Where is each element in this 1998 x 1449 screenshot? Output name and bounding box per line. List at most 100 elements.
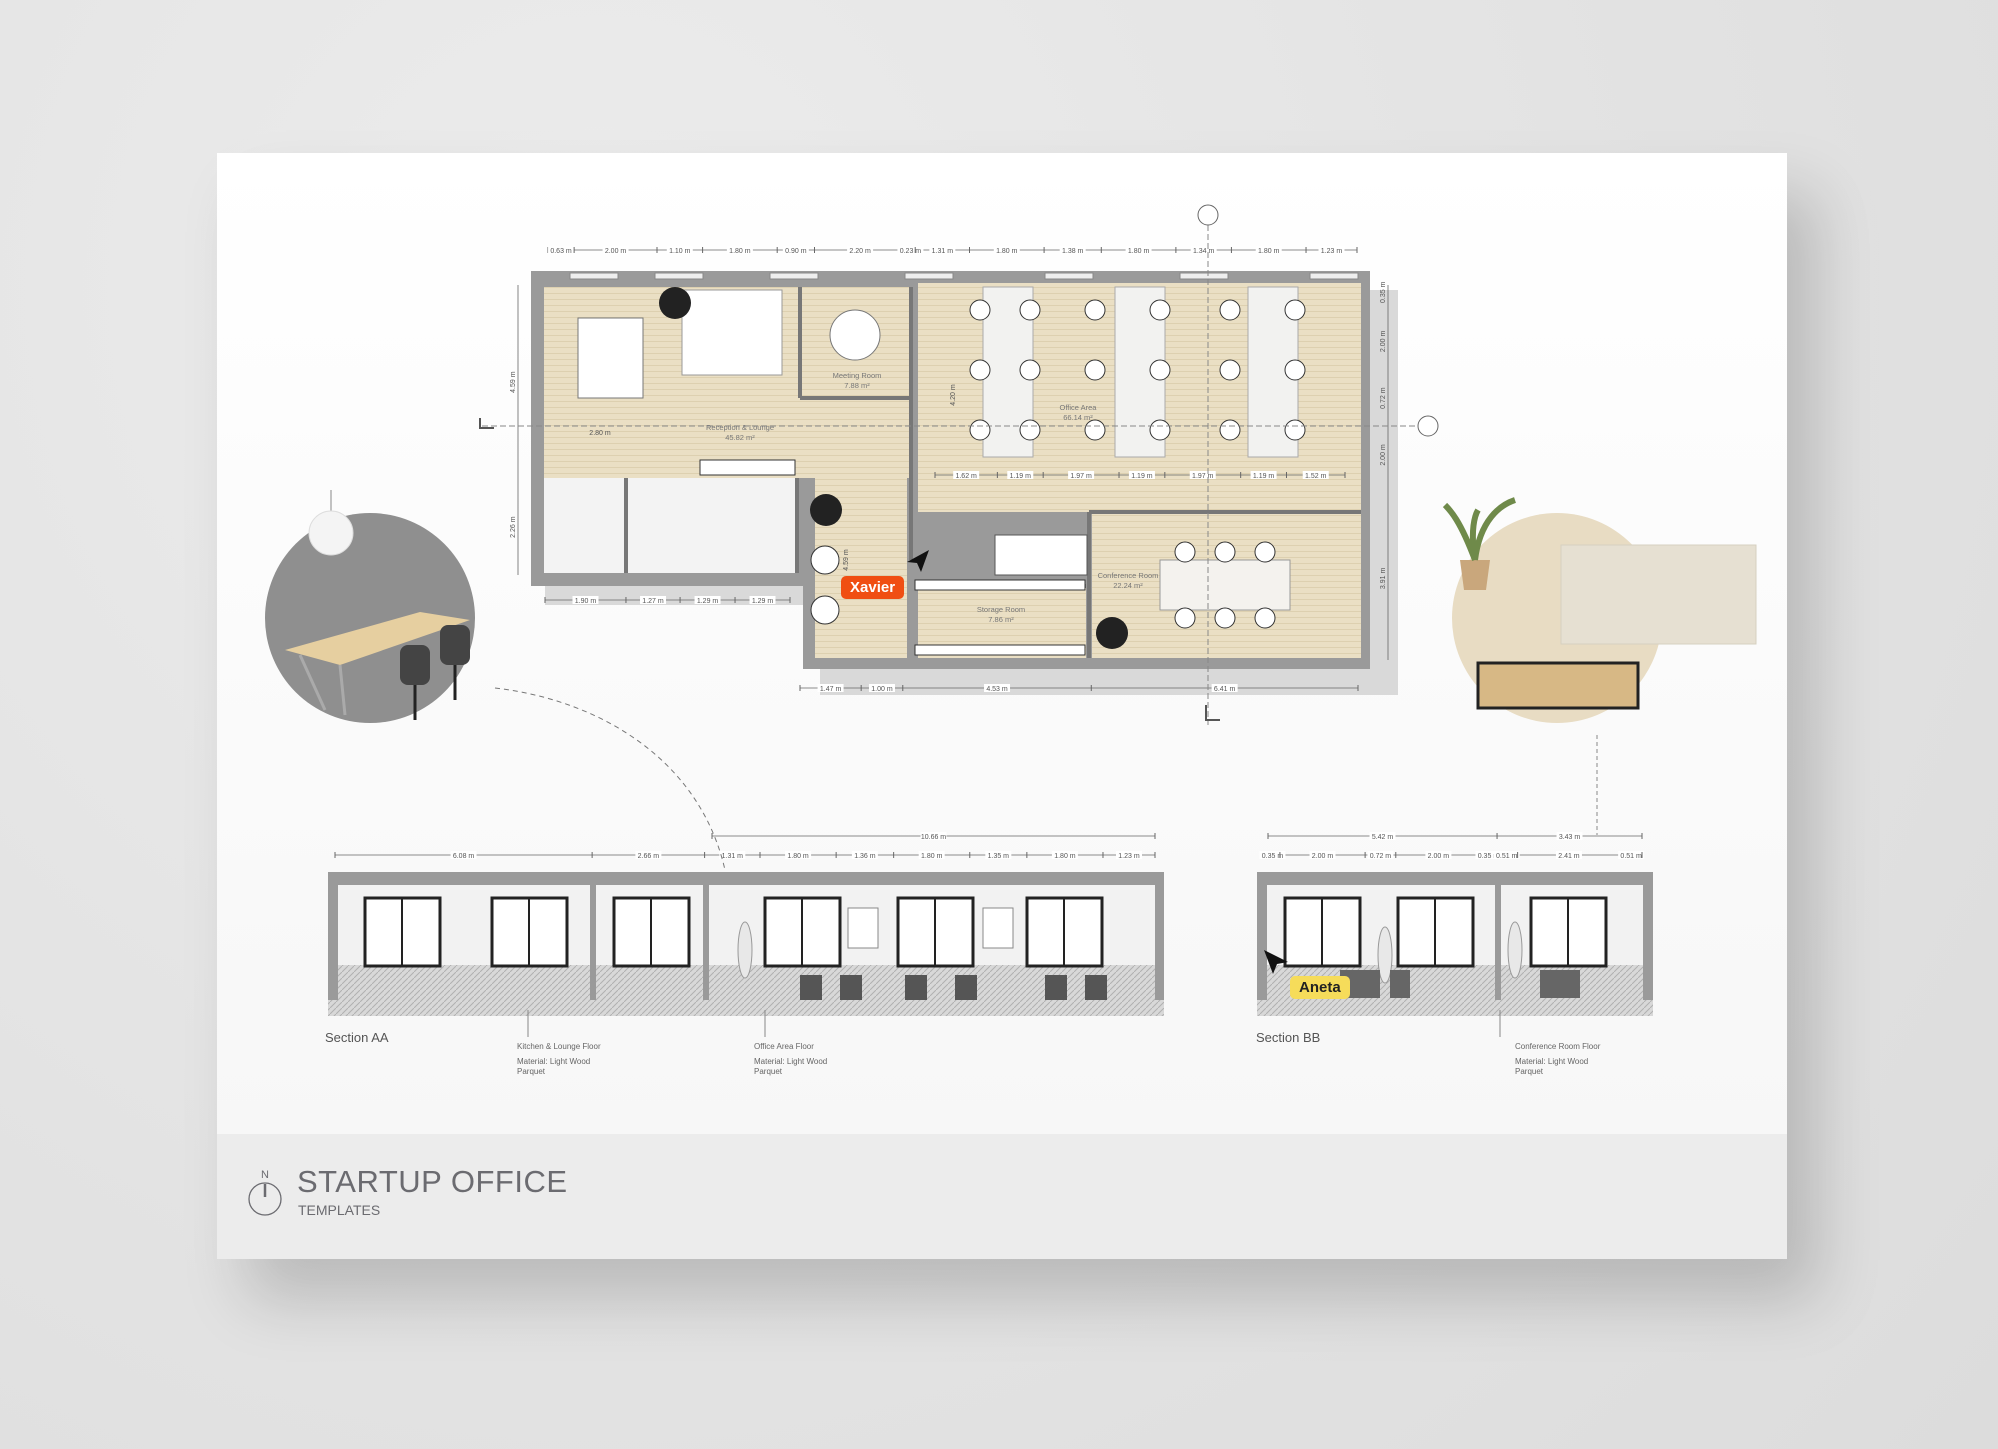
section-aa-floor-slab (328, 1000, 1164, 1016)
plan-dim-toilets: 1.29 m (697, 598, 719, 605)
room-area-storage: 7.86 m² (988, 615, 1014, 624)
plan-dim-top: 1.10 m (669, 248, 691, 255)
person-figure (1507, 921, 1523, 979)
office-chair (1219, 419, 1241, 441)
section-aa-dim: 6.08 m (453, 853, 475, 860)
dimension-label-bg (985, 851, 1012, 859)
title-block (217, 1134, 1787, 1259)
dimension-label-bg (1190, 246, 1217, 254)
dimension-label-bg (1493, 851, 1520, 859)
dimension-label-bg (817, 684, 844, 692)
note-conference-floor: Conference Room Floor Material: Light Wo… (1515, 1042, 1605, 1077)
dimension-label-bg (1618, 851, 1645, 859)
note-kitchen-floor: Kitchen & Lounge Floor Material: Light W… (517, 1042, 607, 1077)
section-bb-dim-total: 5.42 m (1372, 834, 1394, 841)
dimension-label-bg (640, 596, 667, 604)
collaborator-tag-aneta: Aneta (1290, 976, 1350, 999)
room-label-storage: Storage Room (977, 605, 1025, 614)
dimension-label-bg (1128, 471, 1155, 479)
window (769, 272, 819, 280)
dining-table (577, 317, 644, 399)
office-chair (1084, 419, 1106, 441)
dimension-label-bg (1309, 851, 1336, 859)
window (1309, 272, 1359, 280)
plant (659, 287, 691, 319)
conference-chair (1254, 607, 1276, 629)
cursor-aneta-icon (1264, 950, 1288, 974)
section-chair (1085, 975, 1107, 1000)
plan-dim-top: 1.80 m (996, 248, 1018, 255)
table-image (285, 612, 470, 665)
dimension-label-bg (1302, 471, 1329, 479)
office-chair (1084, 359, 1106, 381)
section-marker-icon (1197, 204, 1219, 226)
plan-dim-right: 0.72 m (1380, 387, 1387, 409)
dimension-label-bg (785, 851, 812, 859)
person-figure (1377, 926, 1393, 984)
storage-shelf (914, 644, 1086, 656)
section-aa-dim: 1.23 m (1118, 853, 1140, 860)
plant-image (1442, 497, 1517, 562)
dimension-label-bg (719, 851, 746, 859)
section-chair (1045, 975, 1067, 1000)
window (904, 272, 954, 280)
section-marker-icon (1417, 415, 1439, 437)
dimension-label-bg (918, 851, 945, 859)
kitchen-cabinet (699, 459, 796, 476)
plan-dim-top: 1.34 m (1193, 248, 1215, 255)
section-chair (905, 975, 927, 1000)
dimension-label-bg (726, 246, 753, 254)
plan-dim-left: 2.26 m (510, 516, 517, 538)
section-bb-dim: 0.51 m (1620, 853, 1642, 860)
section-chair (1390, 970, 1410, 998)
conference-chair (1254, 541, 1276, 563)
person-figure (737, 921, 753, 979)
office-chair (1284, 359, 1306, 381)
section-aa-dim: 1.31 m (722, 853, 744, 860)
plan-dim-toilets: 1.27 m (642, 598, 664, 605)
office-chair (1084, 299, 1106, 321)
office-chair (969, 419, 991, 441)
section-aa-dim: 1.80 m (921, 853, 943, 860)
moodboard-left (265, 490, 475, 723)
note-title: Kitchen & Lounge Floor (517, 1042, 601, 1051)
wall-art (982, 907, 1014, 949)
office-chair (1219, 359, 1241, 381)
chair-image (400, 645, 430, 685)
section-aa-label: Section AA (325, 1030, 389, 1045)
armchair (810, 545, 840, 575)
north-arrow-icon: N (248, 1169, 282, 1216)
plan-dim-left: 4.59 m (510, 371, 517, 393)
section-bb-label: Section BB (1256, 1030, 1321, 1045)
dimension-label-bg (1051, 851, 1078, 859)
window (1044, 272, 1094, 280)
plan-dim-bottom: 6.41 m (1214, 686, 1236, 693)
room-area-conference: 22.24 m² (1113, 581, 1143, 590)
section-aa-wall-finish (709, 965, 1155, 1000)
dimension-label-bg (897, 246, 924, 254)
section-aa-dim: 1.80 m (1054, 853, 1076, 860)
dimension-label-bg (1367, 851, 1394, 859)
section-aa-dim: 1.35 m (988, 853, 1010, 860)
section-chair (840, 975, 862, 1000)
room-label-reception: Reception & Lounge (706, 423, 774, 432)
window (569, 272, 619, 280)
dimension-label-bg (1255, 246, 1282, 254)
note-title: Conference Room Floor (1515, 1042, 1601, 1051)
dimension-label-bg (1425, 851, 1452, 859)
note-office-floor: Office Area Floor Material: Light Wood P… (754, 1042, 844, 1077)
office-chair (1019, 299, 1041, 321)
plan-dim-right: 2.00 m (1380, 331, 1387, 353)
office-chair (1019, 359, 1041, 381)
dimension-label-bg (1259, 851, 1286, 859)
restroom-floor (544, 478, 797, 573)
office-chair (1019, 419, 1041, 441)
room-area-office: 66.14 m² (1063, 413, 1093, 422)
dimension-label-bg (1318, 246, 1345, 254)
wall-art (847, 907, 879, 949)
dimension-label-bg (1059, 246, 1086, 254)
section-cut-icon (1205, 705, 1220, 721)
dimension-label-bg (1007, 471, 1034, 479)
plan-dim-top: 0.90 m (785, 248, 807, 255)
